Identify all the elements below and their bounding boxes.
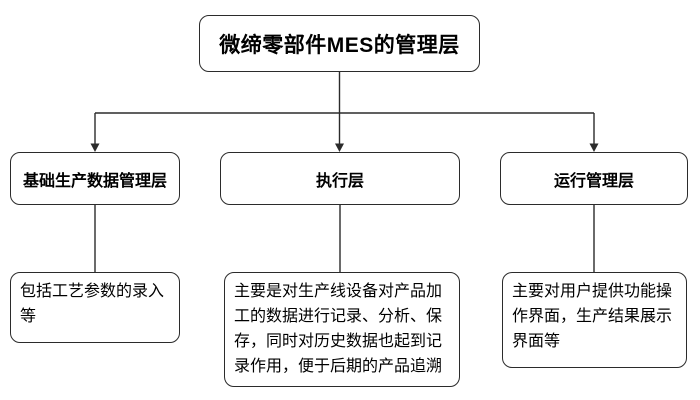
arrowhead-left-icon	[90, 143, 100, 152]
node-basic-data-layer-label: 基础生产数据管理层	[22, 172, 167, 190]
node-execution-layer: 执行层	[220, 152, 460, 205]
arrowhead-right-icon	[589, 143, 599, 152]
node-operation-layer-label: 运行管理层	[553, 172, 634, 190]
arrowhead-center-icon	[335, 143, 344, 152]
node-operation-description: 主要对用户提供功能操作界面，生产结果展示界面等	[502, 272, 687, 368]
node-basic-data-description: 包括工艺参数的录入等	[10, 272, 180, 343]
node-execution-layer-label: 执行层	[315, 172, 364, 190]
node-basic-data-layer: 基础生产数据管理层	[10, 152, 180, 205]
node-operation-layer: 运行管理层	[500, 152, 688, 205]
node-root-label: 微缔零部件MES的管理层	[219, 33, 460, 57]
node-root: 微缔零部件MES的管理层	[199, 15, 480, 72]
node-execution-description: 主要是对生产线设备对产品加工的数据进行记录、分析、保存，同时对历史数据也起到记录…	[224, 272, 460, 387]
